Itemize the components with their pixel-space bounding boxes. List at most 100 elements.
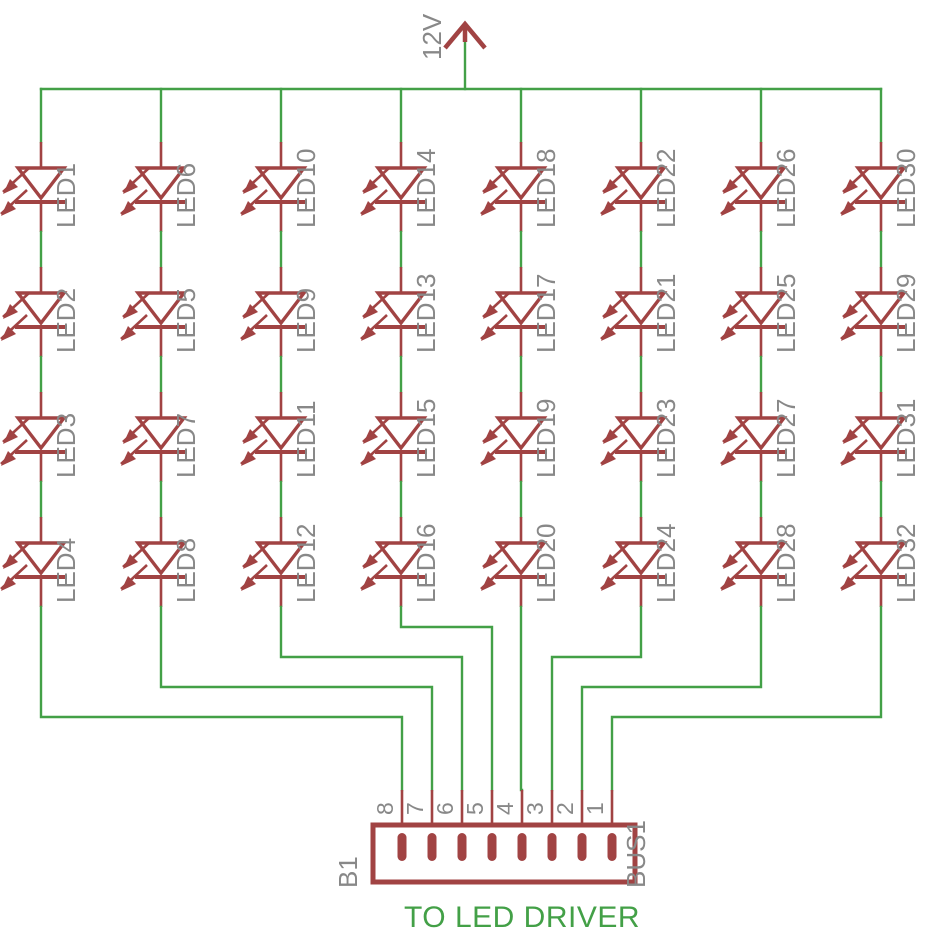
led-reference-designator: LED6 [171, 163, 201, 228]
emission-ray-head [123, 304, 138, 319]
emission-ray-head [603, 554, 618, 569]
emission-ray-head [721, 201, 736, 216]
led-symbol [240, 541, 308, 591]
led-reference-designator: LED20 [531, 524, 561, 604]
column-route [159, 605, 434, 792]
emission-ray-head [363, 554, 378, 569]
led-symbol [360, 416, 428, 466]
led-symbol [240, 166, 308, 216]
emission-ray-head [241, 451, 256, 466]
emission-ray-head [841, 451, 856, 466]
emission-ray-head [361, 576, 376, 591]
diode-triangle [254, 416, 308, 451]
emission-ray-head [1, 451, 16, 466]
led-symbol [720, 291, 788, 341]
led-reference-designator: LED5 [171, 288, 201, 353]
diode-triangle [614, 166, 668, 201]
led-symbol [120, 291, 188, 341]
emission-ray-head [243, 429, 258, 444]
emission-ray-head [841, 576, 856, 591]
led-symbol [600, 291, 668, 341]
led-symbol [0, 166, 68, 216]
connector-pin-number: 6 [432, 802, 458, 815]
led-symbol [840, 541, 908, 591]
led-reference-designator: LED19 [531, 399, 561, 479]
led-reference-designator: LED25 [771, 274, 801, 354]
emission-ray-head [243, 304, 258, 319]
connector-designator-b1: B1 [333, 856, 363, 888]
emission-ray-head [601, 451, 616, 466]
emission-ray-head [483, 179, 498, 194]
led-reference-designator: LED32 [891, 524, 921, 604]
diode-triangle [134, 291, 188, 326]
led-reference-designator: LED11 [291, 400, 321, 478]
net-wires [39, 38, 883, 792]
diode-triangle [734, 291, 788, 326]
led-reference-designator: LED27 [771, 399, 801, 479]
emission-ray-head [361, 201, 376, 216]
led-reference-designator: LED7 [171, 413, 201, 478]
emission-ray-head [841, 326, 856, 341]
emission-ray-head [1, 326, 16, 341]
diode-triangle [494, 166, 548, 201]
emission-ray-head [721, 326, 736, 341]
emission-ray-head [603, 429, 618, 444]
led-reference-designator: LED16 [411, 524, 441, 604]
emission-ray-head [241, 201, 256, 216]
led-reference-designator: LED4 [51, 538, 81, 603]
diode-triangle [14, 291, 68, 326]
emission-ray-head [601, 326, 616, 341]
emission-ray-head [481, 326, 496, 341]
diode-triangle [854, 166, 908, 201]
led-reference-designator: LED9 [291, 288, 321, 353]
emission-ray-head [601, 201, 616, 216]
emission-ray-head [483, 554, 498, 569]
diode-triangle [254, 541, 308, 576]
emission-ray-head [123, 429, 138, 444]
connector-caption: TO LED DRIVER [404, 901, 640, 934]
led-symbol [240, 416, 308, 466]
diode-triangle [14, 166, 68, 201]
column-route [550, 605, 643, 792]
emission-ray-head [3, 429, 18, 444]
led-symbol [240, 291, 308, 341]
diode-triangle [854, 541, 908, 576]
column-route [610, 605, 883, 792]
emission-ray-head [481, 201, 496, 216]
emission-ray-head [3, 179, 18, 194]
connector-pad [457, 833, 467, 861]
led-reference-designator: LED2 [51, 288, 81, 353]
emission-ray-head [363, 304, 378, 319]
emission-ray-head [843, 554, 858, 569]
emission-ray-head [121, 451, 136, 466]
connector-pin-number: 8 [372, 802, 398, 815]
emission-ray-head [241, 326, 256, 341]
emission-ray-head [483, 304, 498, 319]
text-labels: 12VLED1LED2LED3LED4LED6LED5LED7LED8LED10… [51, 13, 921, 934]
led-reference-designator: LED29 [891, 274, 921, 354]
diode-triangle [134, 416, 188, 451]
emission-ray-head [601, 576, 616, 591]
emission-ray-head [841, 201, 856, 216]
emission-ray-head [121, 201, 136, 216]
led-symbol [480, 416, 548, 466]
emission-ray-head [721, 576, 736, 591]
emission-ray-head [721, 451, 736, 466]
emission-ray-head [3, 554, 18, 569]
diode-triangle [734, 541, 788, 576]
emission-ray-head [361, 451, 376, 466]
emission-ray-head [121, 326, 136, 341]
emission-ray-head [121, 576, 136, 591]
diode-triangle [734, 416, 788, 451]
led-symbol [600, 166, 668, 216]
connector-pad [427, 833, 437, 861]
led-reference-designator: LED30 [891, 149, 921, 229]
diode-triangle [494, 416, 548, 451]
emission-ray-head [481, 576, 496, 591]
led-reference-designator: LED26 [771, 149, 801, 229]
connector-pad [577, 833, 587, 861]
led-reference-designator: LED21 [651, 274, 681, 354]
led-symbol [600, 541, 668, 591]
diode-triangle [614, 291, 668, 326]
